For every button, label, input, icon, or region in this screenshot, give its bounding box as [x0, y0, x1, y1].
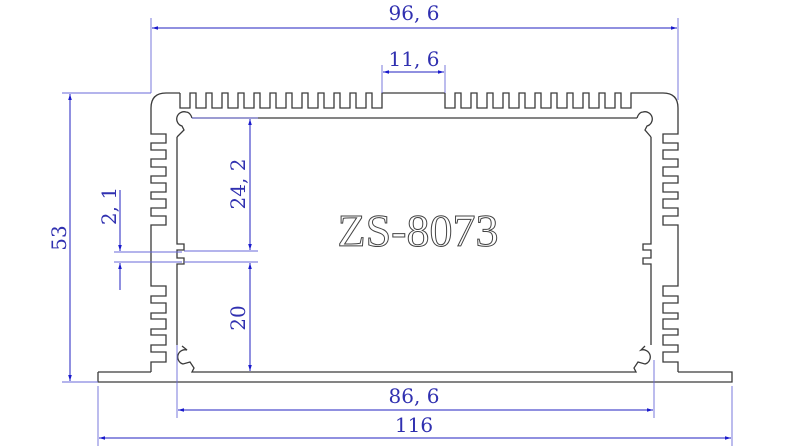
dimension-height: 53 [47, 92, 151, 383]
top-fins-left [179, 92, 445, 109]
dim-text-2-1: 2, 1 [97, 187, 121, 225]
dimension-base-width: 116 [97, 386, 733, 446]
dimension-upper-inner-height: 24, 2 [184, 117, 258, 252]
right-screw-boss-bottom [250, 345, 651, 373]
profile-outline [97, 92, 733, 383]
dimension-top-flat-width: 11, 6 [381, 47, 446, 93]
right-wall-outer [662, 108, 679, 372]
dimension-inner-width: 86, 6 [176, 345, 655, 418]
base-plate [97, 371, 733, 383]
model-label: ZS-8073 [338, 205, 499, 256]
dim-text-24-2: 24, 2 [226, 159, 250, 210]
left-screw-boss-bottom [177, 345, 250, 373]
dim-text-53: 53 [47, 225, 71, 250]
dim-text-116: 116 [395, 413, 433, 437]
left-wall-outer [150, 92, 180, 372]
inner-right-wall [642, 137, 652, 345]
top-fins-right [444, 92, 679, 109]
inner-left-wall [176, 137, 185, 345]
left-screw-boss-top [176, 111, 193, 138]
dim-text-96-6: 96, 6 [389, 1, 440, 25]
dim-text-86-6: 86, 6 [389, 384, 440, 408]
dimension-lower-inner-height: 20 [184, 261, 258, 371]
dim-text-20: 20 [226, 305, 250, 330]
dimension-slot-width: 2, 1 [97, 187, 182, 290]
dim-text-11-6: 11, 6 [389, 47, 440, 71]
right-screw-boss-top [636, 111, 653, 138]
dimension-overall-body-width: 96, 6 [150, 1, 679, 100]
